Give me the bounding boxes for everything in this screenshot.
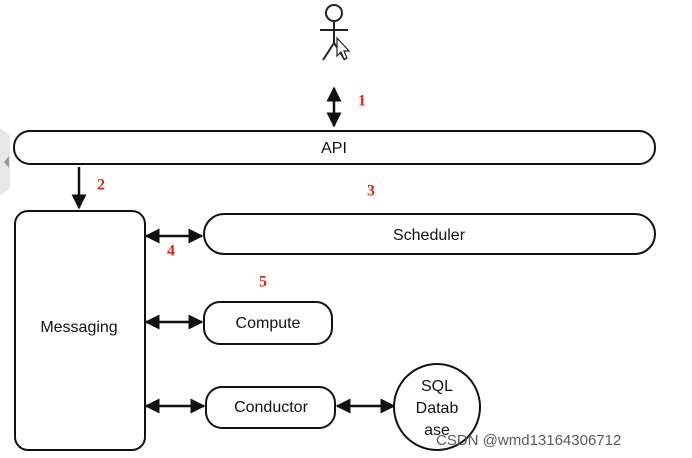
step-4-label: 4 bbox=[167, 243, 175, 260]
step-1-label: 1 bbox=[358, 93, 366, 110]
compute-box bbox=[203, 301, 333, 345]
left-arrow-icon[interactable] bbox=[0, 128, 10, 196]
sql-database-label-line1: SQL bbox=[421, 378, 453, 395]
sql-database-label-line3: ase bbox=[424, 422, 450, 439]
step-3-label: 3 bbox=[367, 183, 375, 200]
sql-database-label-line2: Datab bbox=[416, 400, 459, 417]
step-2-label: 2 bbox=[97, 177, 105, 194]
messaging-box bbox=[14, 210, 146, 451]
api-box bbox=[13, 130, 656, 165]
api-label: API bbox=[321, 140, 347, 157]
scheduler-box bbox=[203, 213, 656, 255]
conductor-box bbox=[205, 386, 336, 429]
step-5-label: 5 bbox=[259, 274, 267, 291]
compute-label: Compute bbox=[236, 315, 301, 332]
scheduler-label: Scheduler bbox=[393, 227, 466, 244]
cursor-icon bbox=[336, 36, 351, 60]
conductor-label: Conductor bbox=[234, 399, 308, 416]
watermark: CSDN @wmd13164306712 bbox=[436, 432, 621, 449]
messaging-label: Messaging bbox=[40, 319, 117, 336]
sql-database-node bbox=[393, 363, 481, 451]
